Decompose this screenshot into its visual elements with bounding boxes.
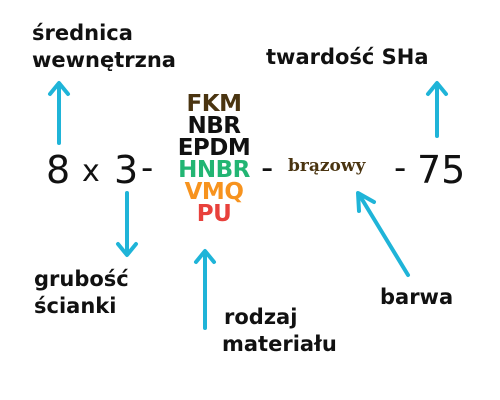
code-dash-3: - — [394, 148, 407, 188]
arrow-color — [356, 191, 410, 277]
code-dash-1: - — [141, 148, 154, 188]
code-dash-2: - — [261, 148, 274, 188]
code-thickness: 3 — [114, 148, 139, 192]
code-times: x — [82, 154, 100, 189]
label-wall-thickness-line2: ścianki — [34, 294, 117, 318]
material-epdm: EPDM — [177, 135, 251, 161]
arrow-inner-diameter — [48, 81, 70, 145]
label-material-type: rodzaj materiału — [222, 304, 337, 358]
label-hardness: twardość SHa — [266, 45, 429, 69]
arrow-material-type — [194, 249, 216, 330]
material-nbr: NBR — [187, 113, 242, 139]
label-inner-diameter: średnica wewnętrzna — [32, 20, 176, 74]
label-inner-diameter-line1: średnica — [32, 21, 133, 45]
material-list: FKM NBR EPDM HNBR VMQ PU — [166, 91, 262, 227]
code-hardness-value: 75 — [417, 148, 466, 192]
material-fkm: FKM — [186, 91, 242, 117]
label-material-type-line1: rodzaj — [224, 305, 298, 329]
arrow-wall-thickness — [116, 191, 138, 257]
material-vmq: VMQ — [184, 179, 244, 205]
material-hnbr: HNBR — [178, 157, 250, 183]
label-wall-thickness: grubość ścianki — [34, 266, 129, 320]
label-material-type-line2: materiału — [222, 332, 337, 356]
code-color-value: brązowy — [288, 156, 366, 176]
code-diameter: 8 — [46, 148, 71, 192]
label-color: barwa — [380, 285, 454, 309]
arrow-hardness — [426, 81, 448, 138]
material-pu: PU — [196, 201, 232, 227]
label-inner-diameter-line2: wewnętrzna — [32, 48, 176, 72]
label-wall-thickness-line1: grubość — [34, 267, 129, 291]
